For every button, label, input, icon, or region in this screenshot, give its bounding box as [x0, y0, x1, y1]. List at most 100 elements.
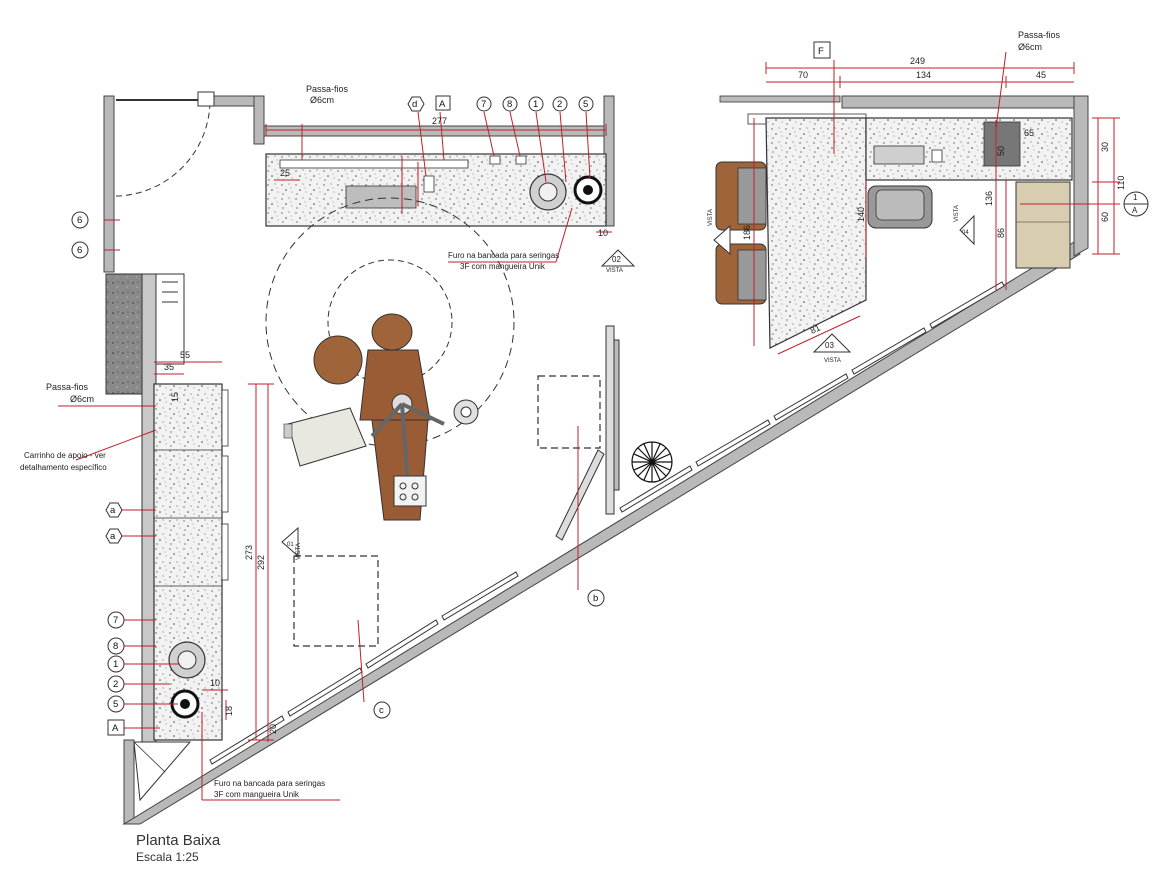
tag-7-top-text: 7 — [481, 99, 486, 110]
tag-5-left-text: 5 — [113, 699, 118, 710]
tag-a-1-text: a — [110, 505, 116, 516]
dim-277: 277 — [432, 116, 447, 126]
tag-8-left — [107, 637, 125, 655]
dim-86: 86 — [996, 228, 1006, 238]
dim-10-left: 10 — [210, 678, 220, 688]
svg-text:03: 03 — [825, 341, 834, 350]
svg-text:01: 01 — [287, 542, 294, 548]
tag-F-text: F — [818, 46, 824, 57]
furo-note-left-line1: Furo na bancada para seringas — [214, 779, 325, 788]
plant — [631, 441, 673, 483]
dim-18: 18 — [224, 706, 234, 716]
drawing-scale: Escala 1:25 — [136, 850, 199, 864]
tag-1-left — [107, 655, 125, 673]
furo-note-left-line2: 3F com mangueira Unik — [214, 790, 300, 799]
tag-8-left-text: 8 — [113, 641, 118, 652]
tag-7-top — [476, 96, 492, 112]
dim-55: 55 — [180, 350, 190, 360]
wall-stub-down — [253, 95, 265, 145]
left-counter — [105, 273, 229, 802]
tag-a-2-text: a — [110, 531, 116, 542]
tag-6-b — [71, 241, 89, 259]
view-markers: 02 VISTA 01 VISTA 03 VISTA 04 VISTA VIST… — [281, 205, 975, 560]
section-number: 1 — [1133, 193, 1138, 202]
tag-d — [407, 96, 425, 112]
tag-7-left — [107, 611, 125, 629]
office-room — [715, 95, 1073, 349]
right-room-top-wall — [841, 95, 1075, 109]
carrinho-note-line1: Carrinho de apoio - ver — [24, 451, 106, 460]
tag-2-left-text: 2 — [113, 679, 118, 690]
dim-186: 186 — [742, 225, 752, 240]
tag-5-top-text: 5 — [583, 99, 588, 110]
tag-8-top-text: 8 — [507, 99, 512, 110]
tag-6-a — [71, 211, 89, 229]
tag-1-top — [528, 96, 544, 112]
diam-note-office: Ø6cm — [1018, 42, 1042, 52]
item-tags: d A 7 8 1 2 5 F 6 6 a a 7 8 1 2 5 A — [71, 41, 1149, 736]
view-marker-03: 03 VISTA — [812, 333, 852, 364]
dim-35: 35 — [164, 362, 174, 372]
tag-5-left — [107, 695, 125, 713]
carrinho-note-line2: detalhamento específico — [20, 463, 107, 472]
drawing-labels: 277 249 70 134 45 55 35 273 292 10 10 30… — [20, 30, 1126, 864]
tag-1-top-text: 1 — [533, 99, 538, 110]
tag-b — [587, 589, 605, 607]
dim-50: 50 — [996, 146, 1006, 156]
dim-15: 15 — [170, 392, 180, 402]
furo-note-top-line2: 3F com mangueira Unik — [460, 262, 546, 271]
dim-20: 20 — [268, 724, 278, 734]
tag-b-text: b — [593, 593, 598, 604]
svg-text:VISTA: VISTA — [296, 543, 302, 560]
dim-292: 292 — [256, 555, 266, 570]
dimension-lines — [58, 51, 1120, 801]
tag-c — [373, 701, 391, 719]
dim-140: 140 — [856, 207, 866, 222]
dim-110: 110 — [1116, 176, 1126, 190]
tag-A-left — [107, 719, 125, 736]
tag-6-b-text: 6 — [77, 245, 82, 256]
dim-60: 60 — [1100, 212, 1110, 222]
svg-text:VISTA: VISTA — [824, 358, 841, 364]
dim-134: 134 — [916, 70, 931, 80]
tag-a-1 — [105, 502, 123, 518]
tag-1-left-text: 1 — [113, 659, 118, 670]
tag-F — [813, 41, 831, 59]
svg-text:VISTA: VISTA — [954, 205, 960, 222]
view-marker-02: 02 VISTA — [600, 249, 636, 274]
left-wall-lower — [123, 739, 135, 825]
entry-door — [115, 91, 215, 197]
view-marker-04: 04 VISTA — [954, 205, 975, 246]
furo-note-top-line1: Furo na bancada para seringas — [448, 251, 559, 260]
right-room-right-wall — [1073, 95, 1089, 257]
walls — [103, 95, 1089, 825]
passa-fios-note-top: Passa-fios — [306, 84, 349, 94]
dim-65: 65 — [1024, 128, 1034, 138]
dim-273: 273 — [244, 545, 254, 560]
dim-249: 249 — [910, 56, 925, 66]
tag-a-2 — [105, 528, 123, 544]
section-sheet: A — [1132, 206, 1138, 215]
view-marker-01: 01 VISTA — [281, 526, 302, 560]
svg-text:02: 02 — [612, 255, 621, 264]
dim-10-top: 10 — [598, 228, 608, 238]
diagonal-wall — [122, 241, 1081, 825]
dim-70: 70 — [798, 70, 808, 80]
tag-7-left-text: 7 — [113, 615, 118, 626]
drawing-title: Planta Baixa — [136, 832, 221, 849]
dim-136: 136 — [984, 191, 994, 206]
tag-A-left-text: A — [112, 723, 119, 734]
tag-d-text: d — [412, 99, 417, 110]
tag-2-top — [552, 96, 568, 112]
dashed-boxes — [293, 375, 601, 647]
left-wall-upper — [103, 95, 115, 273]
svg-text:VISTA: VISTA — [708, 209, 714, 226]
tag-2-left — [107, 675, 125, 693]
tag-5-top — [578, 96, 594, 112]
dim-25: 25 — [280, 168, 290, 178]
tag-8-top — [502, 96, 518, 112]
dim-30: 30 — [1100, 142, 1110, 152]
top-counter — [265, 153, 607, 227]
windows — [209, 281, 1005, 765]
